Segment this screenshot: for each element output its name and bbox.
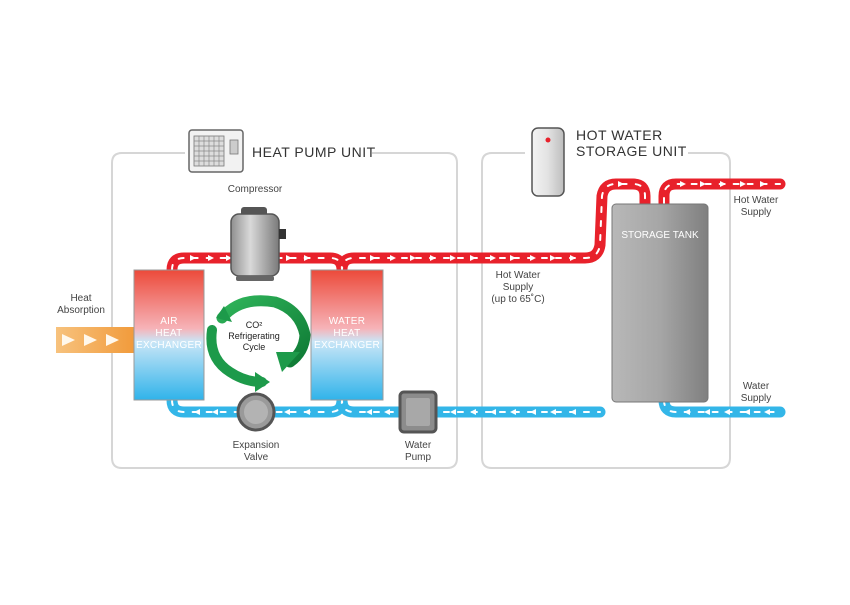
heat-absorption-label: Heat Absorption xyxy=(46,293,116,317)
water-supply-in-label: Water Supply xyxy=(726,381,786,405)
hot-flow-arrows xyxy=(190,181,766,261)
compressor-label: Compressor xyxy=(227,184,283,195)
outdoor-unit-icon xyxy=(188,129,244,173)
heat-pump-unit-title: HEAT PUMP UNIT xyxy=(252,144,376,160)
hot-water-supply-mid-line-1: Hot Water xyxy=(495,270,541,281)
heat-absorption-line-2: Absorption xyxy=(57,305,105,316)
water-supply-in-line-1: Water xyxy=(742,381,770,392)
hot-water-supply-out-label: Hot Water Supply xyxy=(726,195,786,219)
air-heat-exchanger xyxy=(133,269,205,401)
water-hx-line-2: HEAT xyxy=(333,328,361,339)
hot-water-storage-unit-box xyxy=(481,152,731,469)
heat-absorption-arrow xyxy=(56,327,136,353)
expansion-valve xyxy=(236,392,276,432)
co2-cycle-label: CO² Refrigerating Cycle xyxy=(218,320,290,353)
air-hx-line-2: HEAT xyxy=(155,328,183,339)
storage-tank-label: STORAGE TANK xyxy=(621,230,699,241)
air-hx-line-3: EXCHANGER xyxy=(135,340,203,351)
hot-water-supply-mid-line-2: Supply xyxy=(502,282,534,293)
hot-water-supply-out-line-1: Hot Water xyxy=(733,195,779,206)
co2-label-line-2: Refrigerating xyxy=(228,331,280,341)
expansion-valve-label: Expansion Valve xyxy=(222,440,290,464)
water-supply-in-line-2: Supply xyxy=(740,393,772,404)
compressor xyxy=(230,207,286,281)
air-hx-line-1: AIR xyxy=(160,316,178,327)
hot-water-storage-title-1: HOT WATER xyxy=(576,127,663,143)
hot-water-storage-title-2: STORAGE UNIT xyxy=(576,143,687,159)
water-heat-exchanger xyxy=(310,269,384,401)
air-hx-label: AIR HEAT EXCHANGER xyxy=(134,316,204,352)
expansion-valve-line-1: Expansion xyxy=(232,440,280,451)
cold-flow-arrows xyxy=(194,409,770,415)
water-pump xyxy=(398,390,438,434)
heat-pump-unit-box xyxy=(111,152,458,469)
expansion-valve-line-2: Valve xyxy=(243,452,269,463)
water-pump-line-2: Pump xyxy=(404,452,432,463)
water-heater-icon xyxy=(531,127,565,197)
hot-water-supply-mid-line-3: (up to 65˚C) xyxy=(491,294,545,305)
water-hx-line-1: WATER xyxy=(328,316,366,327)
hot-water-supply-out-line-2: Supply xyxy=(740,207,772,218)
co2-cycle-arrow xyxy=(206,295,311,392)
water-hx-label: WATER HEAT EXCHANGER xyxy=(311,316,383,352)
co2-label-line-3: Cycle xyxy=(242,342,266,352)
water-pump-label: Water Pump xyxy=(388,440,448,464)
water-hx-line-3: EXCHANGER xyxy=(313,340,381,351)
heat-absorption-line-1: Heat xyxy=(70,293,92,304)
storage-tank xyxy=(611,203,709,403)
water-pump-line-1: Water xyxy=(404,440,432,451)
hot-water-supply-mid-label: Hot Water Supply (up to 65˚C) xyxy=(480,270,556,306)
co2-label-line-1: CO² xyxy=(245,320,263,330)
